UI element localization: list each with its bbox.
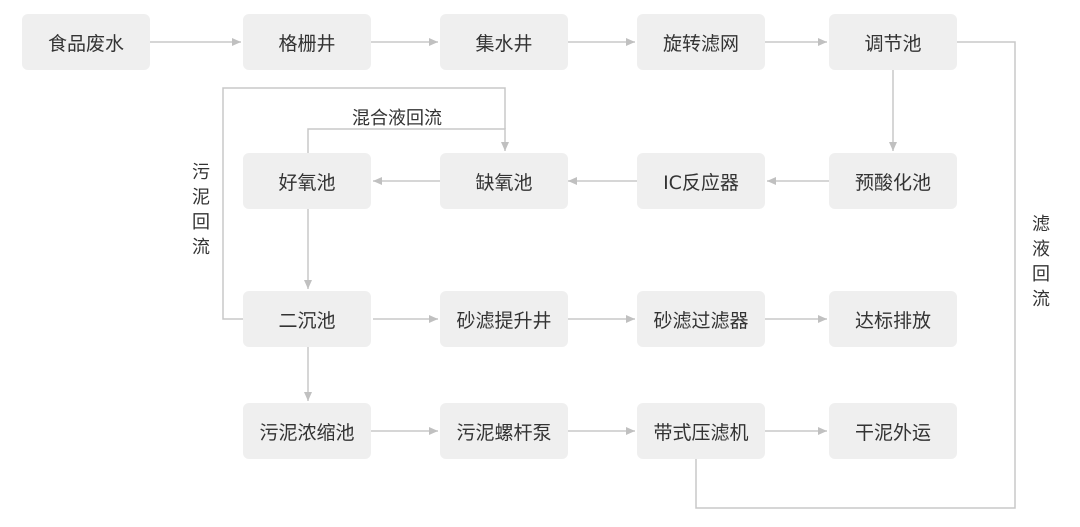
node-grille-well: 格栅井 — [243, 14, 371, 70]
node-food-wastewater: 食品废水 — [22, 14, 150, 70]
node-aerobic-tank: 好氧池 — [243, 153, 371, 209]
node-sand-filter: 砂滤过滤器 — [637, 291, 765, 347]
node-compliant-discharge: 达标排放 — [829, 291, 957, 347]
node-dry-sludge-transport: 干泥外运 — [829, 403, 957, 459]
node-preacidification-tank: 预酸化池 — [829, 153, 957, 209]
label-mixed-liquor-return: 混合液回流 — [352, 108, 442, 129]
node-anoxic-tank: 缺氧池 — [440, 153, 568, 209]
node-secondary-sedimentation: 二沉池 — [243, 291, 371, 347]
node-rotary-screen: 旋转滤网 — [637, 14, 765, 70]
label-filtrate-return: 滤液回流 — [1032, 214, 1050, 310]
node-sludge-screw-pump: 污泥螺杆泵 — [440, 403, 568, 459]
filtrate-return-line — [695, 41, 1016, 509]
node-sand-filter-lift-well: 砂滤提升井 — [440, 291, 568, 347]
node-sludge-thickener: 污泥浓缩池 — [243, 403, 371, 459]
mixed-liquor-return-line — [307, 128, 509, 154]
node-collection-well: 集水井 — [440, 14, 568, 70]
node-ic-reactor: IC反应器 — [637, 153, 765, 209]
sludge-return-line — [222, 87, 506, 320]
node-regulating-tank: 调节池 — [829, 14, 957, 70]
label-sludge-return: 污泥回流 — [192, 162, 210, 258]
node-belt-filter-press: 带式压滤机 — [637, 403, 765, 459]
